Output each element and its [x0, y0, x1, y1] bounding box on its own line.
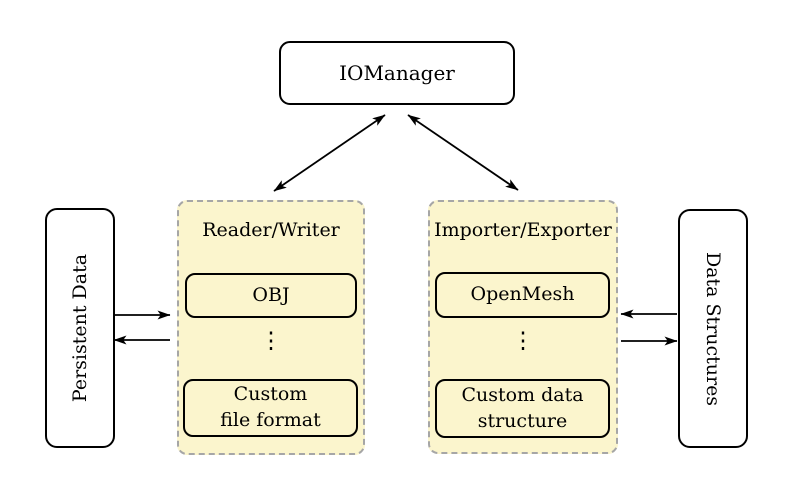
custom-file-format-node: Custom file format [183, 379, 358, 437]
openmesh-label: OpenMesh [470, 283, 575, 306]
custom-data-structure-label: Custom data structure [461, 383, 584, 432]
reader-writer-title: Reader/Writer [202, 219, 340, 241]
iomanager-label: IOManager [339, 61, 455, 85]
obj-label: OBJ [252, 283, 290, 306]
openmesh-node: OpenMesh [435, 272, 610, 318]
persistent-data-node: Persistent Data [45, 208, 115, 448]
custom-file-format-label: Custom file format [220, 383, 321, 431]
custom-data-structure-node: Custom data structure [435, 379, 610, 438]
importer-exporter-group: Importer/Exporter OpenMesh ⋮ Custom data… [428, 200, 618, 454]
persistent-data-label: Persistent Data [69, 253, 91, 403]
data-structures-node: Data Structures [678, 209, 748, 448]
reader-writer-group: Reader/Writer OBJ ⋮ Custom file format [177, 200, 365, 455]
obj-node: OBJ [185, 273, 357, 318]
importer-exporter-title: Importer/Exporter [434, 219, 612, 241]
data-structures-label: Data Structures [702, 251, 724, 406]
arrow-iomanager-importerexporter [407, 114, 519, 191]
arrow-iomanager-readerwriter [273, 114, 386, 192]
vertical-ellipsis: ⋮ [259, 328, 283, 354]
vertical-ellipsis: ⋮ [511, 328, 535, 354]
iomanager-node: IOManager [279, 41, 515, 105]
